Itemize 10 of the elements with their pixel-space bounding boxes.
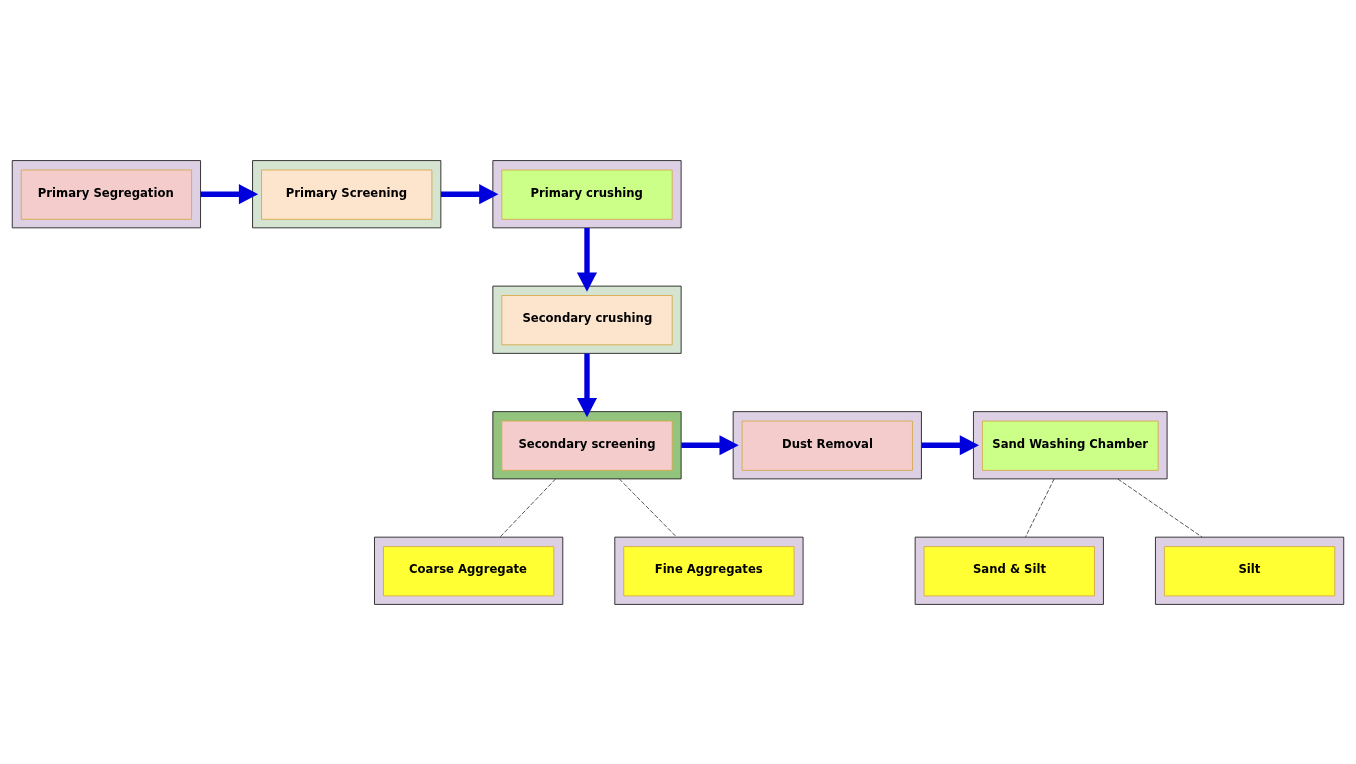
connector	[1117, 478, 1203, 538]
arrow	[681, 434, 739, 455]
arrow	[576, 352, 598, 417]
connector	[499, 478, 557, 537]
arrow	[200, 183, 259, 204]
arrow	[441, 183, 499, 204]
connector	[618, 478, 677, 537]
arrow	[921, 434, 979, 455]
arrow	[576, 227, 598, 292]
connector	[1025, 478, 1055, 537]
